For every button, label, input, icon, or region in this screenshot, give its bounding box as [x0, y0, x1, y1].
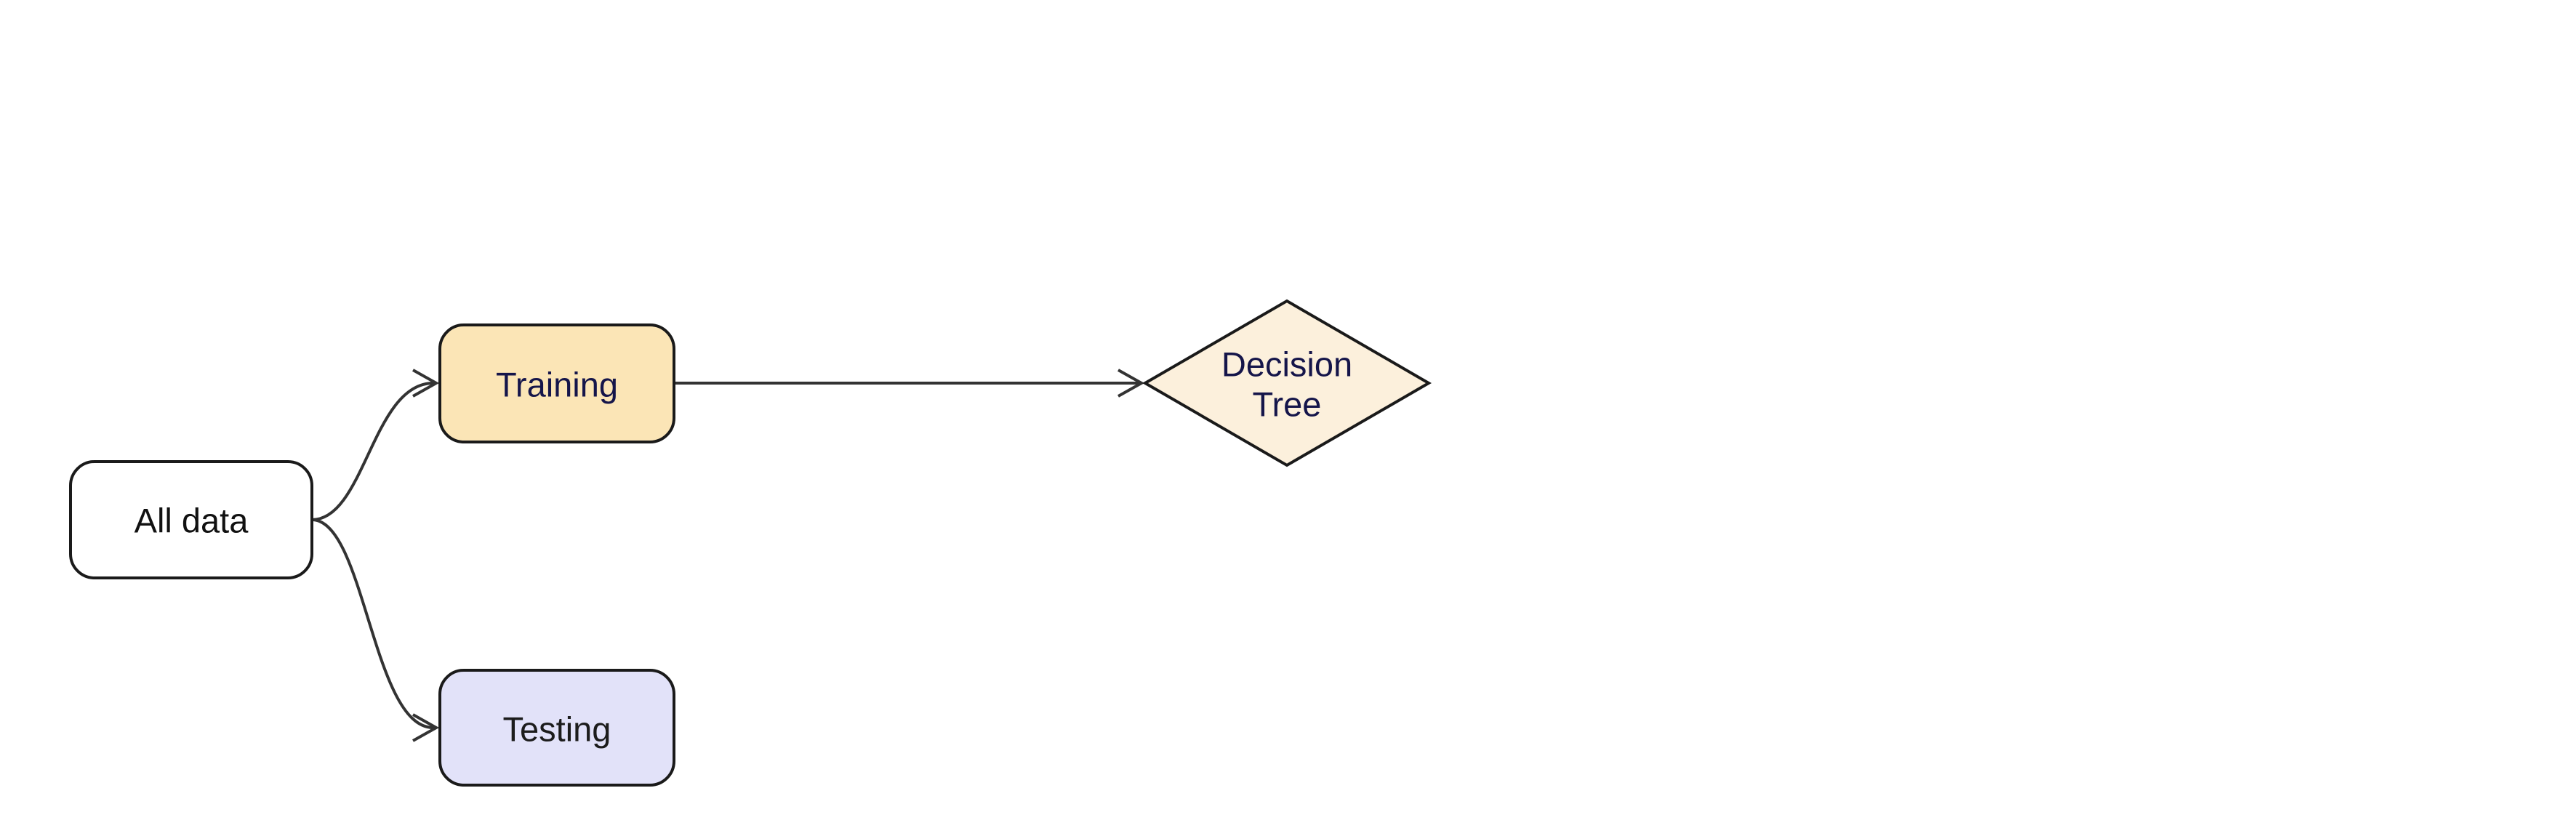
- arrowhead-decision-tree-icon: [1118, 369, 1145, 398]
- node-testing: Testing: [438, 669, 675, 787]
- node-testing-label: Testing: [503, 710, 611, 749]
- node-decision-tree-shape: [1142, 299, 1432, 467]
- node-decision-tree: Decision Tree: [1142, 299, 1432, 467]
- node-all-data: All data: [69, 460, 313, 579]
- node-testing-shape: [438, 669, 675, 787]
- node-training-shape: [438, 323, 675, 443]
- arrowhead-testing-icon: [412, 713, 440, 742]
- node-decision-tree-label-line2: Tree: [1253, 385, 1322, 424]
- node-all-data-label: All data: [135, 502, 249, 540]
- arrowhead-training-icon: [412, 369, 440, 398]
- node-decision-tree-label-line1: Decision: [1221, 345, 1352, 384]
- edge-all-data-to-training: [311, 382, 434, 521]
- node-training: Training: [438, 323, 675, 443]
- node-training-label: Training: [496, 366, 618, 404]
- node-all-data-shape: [69, 460, 313, 579]
- edge-all-data-to-testing: [311, 518, 434, 729]
